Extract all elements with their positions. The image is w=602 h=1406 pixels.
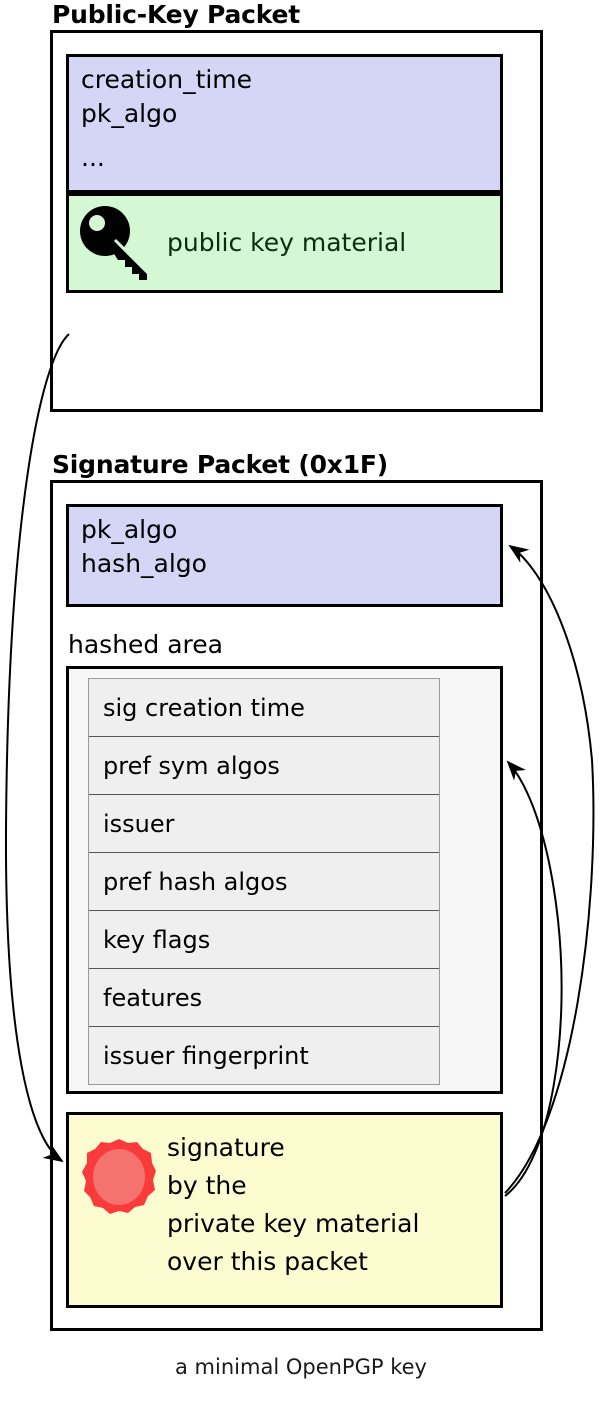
diagram-caption: a minimal OpenPGP key bbox=[175, 1355, 427, 1379]
public-key-header-line-0: creation_time bbox=[81, 65, 253, 94]
signature-line-1: by the bbox=[167, 1171, 247, 1200]
public-key-header-line-1: pk_algo bbox=[81, 99, 178, 128]
signature-line-3: over this packet bbox=[167, 1247, 368, 1276]
wax-seal-icon bbox=[80, 1137, 158, 1217]
public-key-material-block: public key material bbox=[66, 193, 503, 293]
signature-block-text: signature by the private key material ov… bbox=[167, 1129, 497, 1281]
public-key-material-label: public key material bbox=[167, 228, 407, 257]
signature-line-2: private key material bbox=[167, 1209, 420, 1238]
subpacket-row: features bbox=[89, 969, 439, 1027]
subpacket-row: pref sym algos bbox=[89, 737, 439, 795]
signature-algo-block: pk_algo hash_algo bbox=[66, 504, 503, 607]
subpacket-row: pref hash algos bbox=[89, 853, 439, 911]
public-key-packet-title: Public-Key Packet bbox=[52, 0, 301, 29]
subpacket-row: issuer bbox=[89, 795, 439, 853]
signature-algo-line-1: hash_algo bbox=[81, 549, 207, 578]
signature-algo-line-0: pk_algo bbox=[81, 515, 178, 544]
subpacket-row: issuer fingerprint bbox=[103, 1042, 309, 1070]
subpacket-row: key flags bbox=[89, 911, 439, 969]
key-icon bbox=[77, 204, 159, 288]
hashed-area-box: sig creation time pref sym algos issuer … bbox=[66, 666, 503, 1094]
public-key-header-line-2: ... bbox=[81, 143, 105, 172]
signature-line-0: signature bbox=[167, 1133, 285, 1162]
signature-block: signature by the private key material ov… bbox=[66, 1112, 503, 1308]
subpacket-table: sig creation time pref sym algos issuer … bbox=[88, 678, 440, 1085]
subpacket-row: sig creation time bbox=[89, 679, 439, 737]
hashed-area-label: hashed area bbox=[68, 630, 223, 659]
public-key-header-block: creation_time pk_algo ... bbox=[66, 54, 503, 193]
signature-packet-title: Signature Packet (0x1F) bbox=[52, 450, 389, 479]
